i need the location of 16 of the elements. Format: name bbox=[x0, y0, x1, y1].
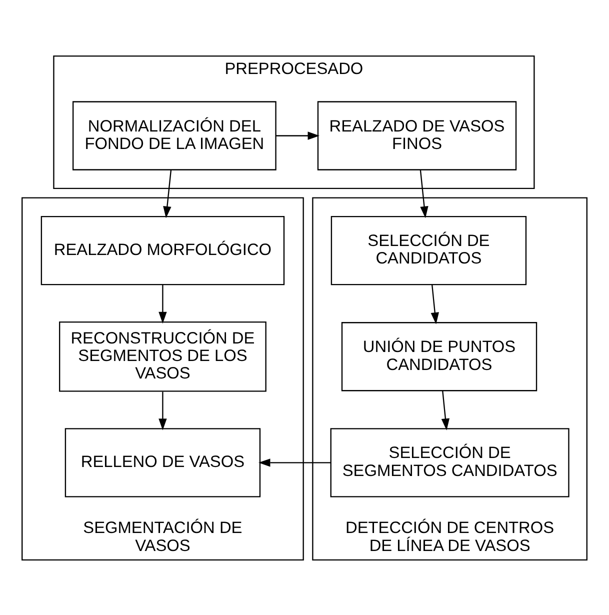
node-box: RELLENO DE VASOS bbox=[64, 428, 261, 497]
node-box: REALZADO DE VASOS FINOS bbox=[317, 100, 517, 170]
node-box: REALZADO MORFOLÓGICO bbox=[40, 216, 285, 285]
node-box: SELECCIÓN DE CANDIDATOS bbox=[330, 216, 527, 285]
node-box: UNIÓN DE PUNTOS CANDIDATOS bbox=[341, 322, 538, 391]
arrow bbox=[258, 458, 331, 466]
arrow bbox=[441, 390, 450, 430]
node-box: SELECCIÓN DE SEGMENTOS CANDIDATOS bbox=[330, 428, 570, 497]
node-box: RECONSTRUCCIÓN DE SEGMENTOS DE LOS VASOS bbox=[59, 320, 266, 392]
arrow bbox=[430, 284, 439, 324]
arrow bbox=[158, 284, 167, 324]
arrow bbox=[276, 131, 320, 140]
arrow bbox=[158, 391, 167, 430]
arrow bbox=[420, 169, 428, 218]
node-box: NORMALIZACIÓN DEL FONDO DE LA IMAGEN bbox=[72, 100, 276, 170]
arrow bbox=[163, 169, 172, 218]
